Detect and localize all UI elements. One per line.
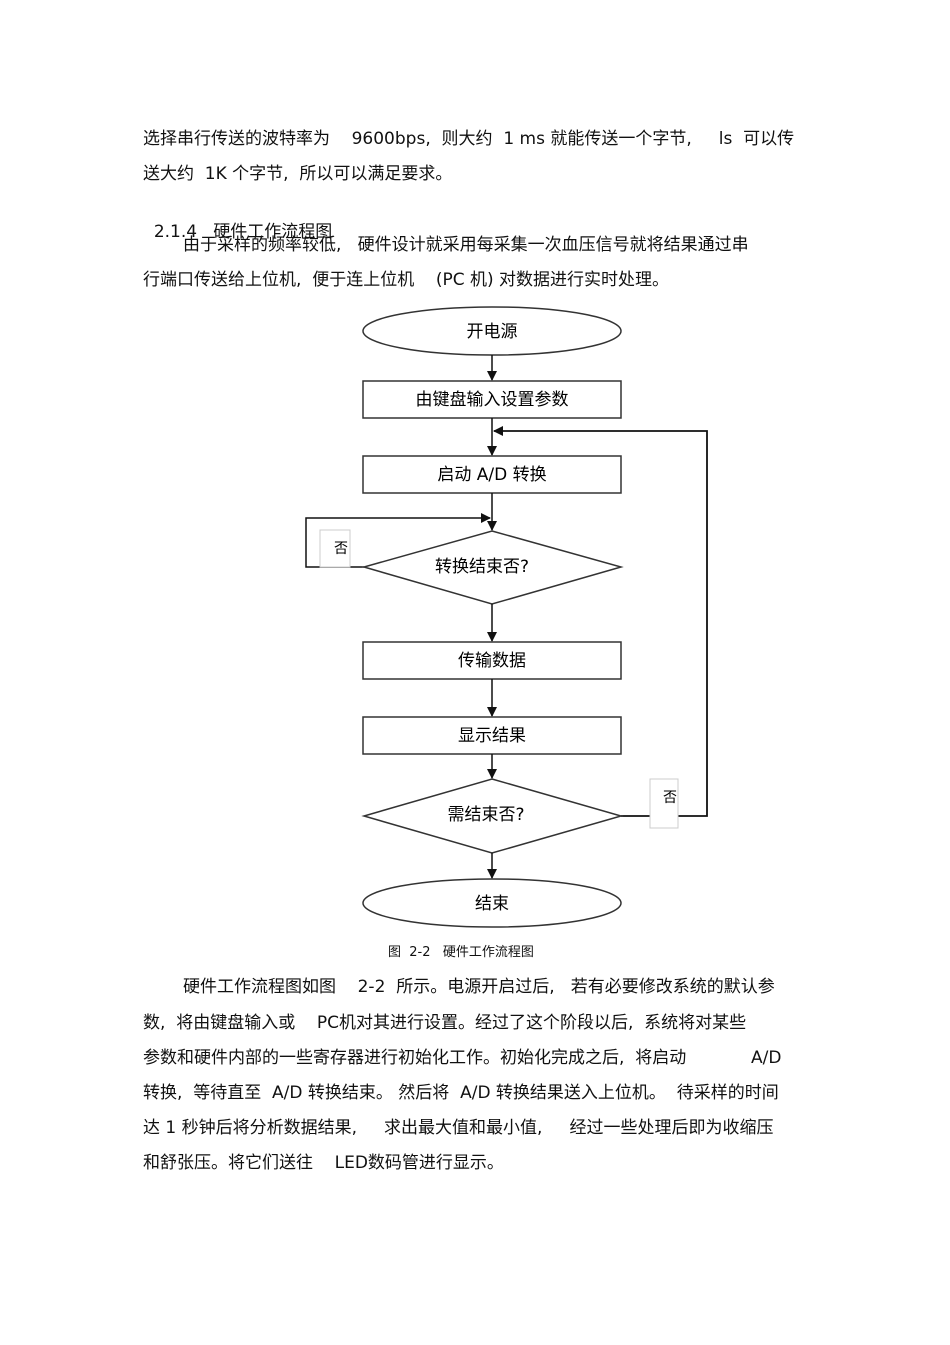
process-transmit-data [362, 641, 622, 680]
process-display-result-label: 显示结果 [458, 726, 526, 746]
figure-caption: 图 2-2 硬件工作流程图 [388, 945, 534, 960]
paragraph-3-line-6: 和舒张压。将它们送往 LED数码管进行显示。 [143, 1153, 504, 1173]
flowchart: 开电源 由键盘输入设置参数 启动 A/D 转换 否 转换结束否? 传输数据 显示… [305, 306, 708, 928]
section-title: 硬件工作流程图 [213, 222, 333, 242]
end-terminal [362, 878, 622, 928]
no-label-box-1 [319, 529, 351, 568]
no-label-2: 否 [663, 790, 677, 806]
process-input-params-label: 由键盘输入设置参数 [416, 390, 569, 410]
process-start-ad-label: 启动 A/D 转换 [437, 465, 546, 485]
paragraph-3-line-1: 硬件工作流程图如图 2-2 所示。电源开启过后, 若有必要修改系统的默认参 [183, 977, 775, 997]
process-input-params [362, 380, 622, 419]
paragraph-3-line-4: 转换, 等待直至 A/D 转换结束。 然后将 A/D 转换结果送入上位机。 待采… [143, 1083, 779, 1103]
paragraph-1-line-1: 选择串行传送的波特率为 9600bps, 则大约 1 ms 就能传送一个字节, … [143, 129, 795, 149]
paragraph-2-line-2: 行端口传送给上位机, 便于连上位机 (PC 机) 对数据进行实时处理。 [143, 270, 670, 290]
process-display-result [362, 716, 622, 755]
process-transmit-data-label: 传输数据 [458, 651, 526, 671]
no-label-1: 否 [334, 541, 348, 557]
start-label: 开电源 [467, 322, 518, 342]
paragraph-3-line-5: 达 1 秒钟后将分析数据结果, 求出最大值和最小值, 经过一些处理后即为收缩压 [143, 1118, 774, 1138]
paragraph-3-line-3: 参数和硬件内部的一些寄存器进行初始化工作。初始化完成之后, 将启动 A/D [143, 1048, 782, 1068]
section-heading: 2.1.4 硬件工作流程图 [143, 199, 332, 243]
decision-convert-done-label: 转换结束否? [435, 557, 529, 577]
paragraph-3-line-2: 数, 将由键盘输入或 PC机对其进行设置。经过了这个阶段以后, 系统将对某些 [143, 1013, 747, 1033]
paragraph-1-line-2: 送大约 1K 个字节, 所以可以满足要求。 [143, 164, 453, 184]
paragraph-2-line-1: 由于采样的频率较低, 硬件设计就采用每采集一次血压信号就将结果通过串 [183, 235, 749, 255]
end-label: 结束 [475, 894, 509, 914]
no-label-box-2 [649, 778, 679, 829]
process-start-ad [362, 455, 622, 494]
section-number: 2.1.4 [153, 222, 198, 242]
decision-need-end-label: 需结束否? [447, 805, 524, 825]
